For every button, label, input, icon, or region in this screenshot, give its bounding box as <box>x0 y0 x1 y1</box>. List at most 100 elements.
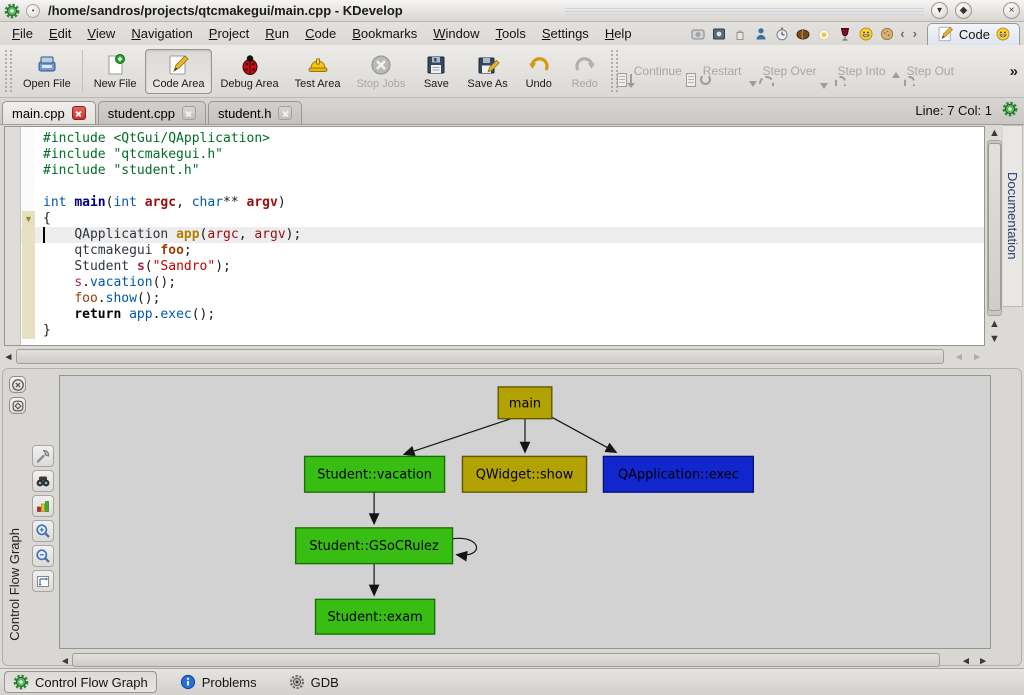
menu-item-window[interactable]: Window <box>433 26 480 41</box>
menu-item-bookmarks[interactable]: Bookmarks <box>352 26 418 41</box>
editor-hscrollbar[interactable]: ◂ <box>2 349 946 364</box>
graph-node-student-vacation[interactable]: Student::vacation <box>303 455 446 493</box>
scroll-up-button-2[interactable]: ▲ <box>989 318 1000 330</box>
graph-node-student-exam[interactable]: Student::exam <box>314 598 436 635</box>
toolbar-button-step-into: Step Into <box>819 61 894 89</box>
graph-tool-zoom-in-button[interactable] <box>32 520 54 542</box>
tab-close-icon[interactable] <box>278 106 293 120</box>
kdevelop-logo-icon <box>4 3 20 19</box>
titlebar-stripes <box>565 6 924 16</box>
graph-scroll-right-button[interactable]: ▸ <box>980 654 986 667</box>
statusbar-button-gdb[interactable]: GDB <box>280 671 348 693</box>
graph-node-student-gsocrulez[interactable]: Student::GSoCRulez <box>294 527 454 565</box>
info-icon <box>180 674 196 690</box>
toolbar-button-label: Redo <box>571 77 598 90</box>
menu-item-file[interactable]: File <box>12 26 33 41</box>
toolbar-button-redo: Redo <box>562 49 608 94</box>
tab-student-h[interactable]: student.h <box>207 101 303 124</box>
graph-node-qapplication-exec[interactable]: QApplication::exec <box>602 455 755 493</box>
code-editor[interactable]: #include <QtGui/QApplication>#include "q… <box>4 126 985 346</box>
graph-node-main[interactable]: main <box>497 386 553 420</box>
toolbar-overflow-button[interactable]: » <box>1009 62 1018 80</box>
clock-icon[interactable] <box>773 25 791 43</box>
menu-item-view[interactable]: View <box>87 26 116 41</box>
tab-student-cpp[interactable]: student.cpp <box>97 101 206 124</box>
menu-item-run[interactable]: Run <box>265 26 290 41</box>
editor-icon-border[interactable] <box>5 127 21 345</box>
toolbar-button-new-file[interactable]: New File <box>86 49 145 94</box>
svg-text:QWidget::show: QWidget::show <box>476 468 574 483</box>
menu-item-project[interactable]: Project <box>208 26 250 41</box>
scroll-up-button[interactable]: ▲ <box>989 127 1000 139</box>
code-line-13: } <box>43 323 51 338</box>
toolbar-drag-handle[interactable] <box>5 50 12 92</box>
statusbar-button-control-flow-graph[interactable]: Control Flow Graph <box>4 671 157 693</box>
svg-text:main: main <box>509 396 541 411</box>
smiley-icon <box>995 26 1011 42</box>
menu-item-code[interactable]: Code <box>305 26 337 41</box>
menu-item-tools[interactable]: Tools <box>495 26 526 41</box>
scroll-down-button[interactable]: ▼ <box>989 333 1000 345</box>
menu-item-edit[interactable]: Edit <box>48 26 72 41</box>
window-minimize-button[interactable]: ▾ <box>931 2 948 19</box>
fold-marker-icon[interactable]: ▼ <box>24 214 33 224</box>
bag-icon[interactable] <box>731 25 749 43</box>
scroll-left-button[interactable]: ◂ <box>5 351 12 363</box>
vscroll-thumb[interactable] <box>988 143 1001 311</box>
hscroll-thumb[interactable] <box>16 349 944 364</box>
graph-tool-usage-button[interactable] <box>32 495 54 517</box>
graph-tool-birdseye-button[interactable] <box>32 470 54 492</box>
panel-close-button[interactable] <box>9 376 26 393</box>
tv-icon[interactable] <box>689 25 707 43</box>
graph-tool-fit-button[interactable] <box>32 570 54 592</box>
toolbar-button-save[interactable]: Save <box>413 49 459 94</box>
monitor-icon[interactable] <box>710 25 728 43</box>
tab-close-icon[interactable] <box>181 106 196 120</box>
graph-hscroll-thumb[interactable] <box>72 653 940 667</box>
wine-icon[interactable] <box>836 25 854 43</box>
person-icon[interactable] <box>752 25 770 43</box>
graph-node-qwidget-show[interactable]: QWidget::show <box>461 455 588 493</box>
toolbar-button-code-area[interactable]: Code Area <box>144 48 213 94</box>
toolbar-button-debug-area[interactable]: Debug Area <box>212 49 286 94</box>
documentation-dock-tab[interactable]: Documentation <box>1003 125 1023 307</box>
ball-icon[interactable] <box>794 25 812 43</box>
egg-icon[interactable] <box>815 25 833 43</box>
graph-tool-zoom-out-button[interactable] <box>32 545 54 567</box>
toolbar-button-label: Test Area <box>294 77 341 90</box>
editor-vscrollbar[interactable]: ▲ ▲ ▼ <box>987 126 1002 346</box>
toolbar-button-save-as[interactable]: Save As <box>459 49 515 94</box>
toolbar-button-test-area[interactable]: Test Area <box>287 49 349 94</box>
menu-item-settings[interactable]: Settings <box>541 26 589 41</box>
menu-item-navigation[interactable]: Navigation <box>131 26 193 41</box>
toolbar-button-step-over: Step Over <box>749 61 824 87</box>
fold-region-highlight <box>22 211 35 339</box>
toolbar-button-restart: Restart <box>685 61 750 87</box>
cookie-icon[interactable] <box>878 25 896 43</box>
tab-main-cpp[interactable]: main.cpp <box>2 101 96 124</box>
graph-hscrollbar[interactable]: ◂ ◂ ▸ <box>59 653 991 667</box>
perspective-code-button[interactable]: Code <box>926 22 1020 45</box>
window-maximize-button[interactable]: ◆ <box>955 2 972 19</box>
toolbar-button-open-file[interactable]: Open File <box>15 49 79 94</box>
smiley-icon[interactable] <box>857 25 875 43</box>
graph-scroll-left-button-2[interactable]: ◂ <box>963 654 969 667</box>
panel-float-button[interactable] <box>9 397 26 414</box>
menu-item-help[interactable]: Help <box>604 26 632 41</box>
window-close-button[interactable]: × <box>1003 2 1020 19</box>
debug-area-icon <box>238 53 262 77</box>
graph-scroll-left-button[interactable]: ◂ <box>62 654 68 667</box>
svg-text:QApplication::exec: QApplication::exec <box>618 468 739 483</box>
menubar: File Edit View Navigation Project Run Code Book… <box>0 22 1024 45</box>
pin-button[interactable]: • <box>26 3 40 18</box>
tab-close-icon[interactable] <box>71 106 86 120</box>
nav-forward-button[interactable]: › <box>912 26 917 41</box>
nav-back-button[interactable]: ‹ <box>900 26 905 41</box>
graph-tool-configure-button[interactable] <box>32 445 54 467</box>
documentation-label: Documentation <box>1005 172 1020 260</box>
statusbar-button-problems[interactable]: Problems <box>171 671 266 693</box>
toolbar-button-undo[interactable]: Undo <box>516 49 562 94</box>
